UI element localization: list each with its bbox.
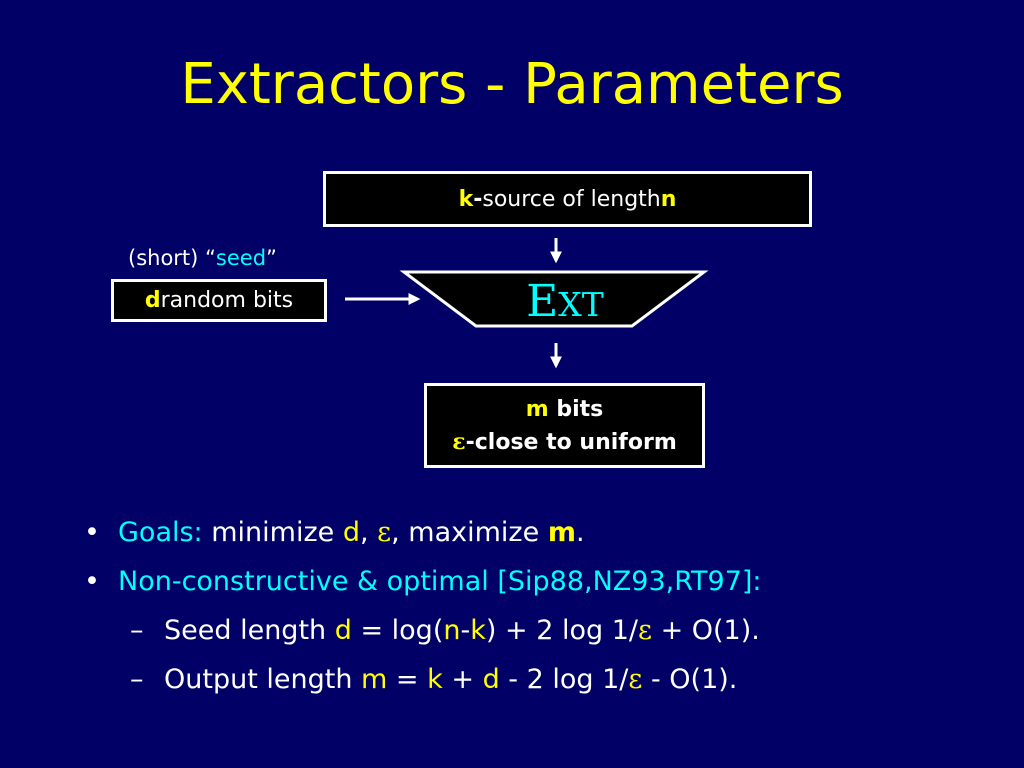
output-box: m bits ε-close to uniform bbox=[424, 383, 705, 468]
var-eps: ε bbox=[377, 517, 392, 548]
bullet-text: - bbox=[460, 615, 471, 646]
bullet-marker: • bbox=[84, 566, 100, 597]
ext-rest: XT bbox=[558, 285, 604, 324]
bullet-label: Non-constructive & optimal bbox=[118, 566, 498, 597]
var-d: d bbox=[342, 517, 360, 548]
bullet-text: minimize bbox=[202, 517, 343, 548]
bullet-text: + bbox=[442, 664, 483, 695]
bullet-text: , bbox=[359, 517, 378, 548]
var-n: n bbox=[443, 615, 461, 646]
output-m: m bbox=[525, 396, 549, 422]
source-dash: - bbox=[473, 186, 483, 212]
source-k: k bbox=[458, 186, 474, 212]
output-line-1: m bits bbox=[526, 393, 604, 426]
bullet-text: = log( bbox=[351, 615, 444, 646]
subbullet-output-length: – Output length m = k + d - 2 log 1/ε - … bbox=[84, 655, 762, 704]
var-d: d bbox=[482, 664, 500, 695]
bullet-goals: • Goals: minimize d, ε, maximize m. bbox=[84, 508, 762, 557]
bullet-text: . bbox=[575, 517, 585, 548]
bullet-nonconstructive: • Non-constructive & optimal [Sip88,NZ93… bbox=[84, 557, 762, 606]
bullet-text: + O(1). bbox=[651, 615, 760, 646]
var-m: m bbox=[547, 517, 576, 548]
output-eps: ε bbox=[452, 428, 466, 455]
ext-first: E bbox=[526, 276, 559, 327]
seed-box: d random bits bbox=[111, 279, 327, 322]
seed-caption-pre: (short) “ bbox=[128, 246, 216, 270]
bullet-label: Goals: bbox=[118, 517, 203, 548]
bullet-list: • Goals: minimize d, ε, maximize m. • No… bbox=[84, 508, 762, 704]
bullet-text: = bbox=[387, 664, 428, 695]
seed-caption: (short) “seed” bbox=[128, 246, 277, 270]
bullet-text: , maximize bbox=[391, 517, 548, 548]
ext-trapezoid bbox=[399, 270, 709, 328]
output-close: -close to uniform bbox=[465, 429, 677, 455]
subbullet-marker: – bbox=[130, 664, 144, 695]
bullet-text: Output length bbox=[164, 664, 362, 695]
var-m: m bbox=[361, 664, 388, 695]
output-line-2: ε-close to uniform bbox=[452, 426, 677, 459]
source-text: source of length bbox=[482, 186, 661, 212]
output-bits: bits bbox=[548, 396, 604, 422]
var-k: k bbox=[470, 615, 486, 646]
seed-d: d bbox=[144, 288, 161, 313]
source-n: n bbox=[660, 186, 677, 212]
bullet-refs: [Sip88,NZ93,RT97]: bbox=[497, 566, 762, 597]
ext-label: EXT bbox=[470, 276, 660, 327]
seed-caption-seed: seed bbox=[215, 246, 267, 270]
seed-caption-post: ” bbox=[266, 246, 277, 270]
bullet-text: Seed length bbox=[164, 615, 335, 646]
bullet-marker: • bbox=[84, 517, 100, 548]
subbullet-seed-length: – Seed length d = log(n-k) + 2 log 1/ε +… bbox=[84, 606, 762, 655]
subbullet-marker: – bbox=[130, 615, 144, 646]
var-k: k bbox=[427, 664, 443, 695]
source-box: k-source of length n bbox=[323, 171, 812, 227]
bullet-text: - 2 log 1/ bbox=[499, 664, 629, 695]
var-d: d bbox=[334, 615, 352, 646]
seed-text: random bits bbox=[160, 288, 294, 313]
var-eps: ε bbox=[637, 615, 652, 646]
bullet-text: - O(1). bbox=[642, 664, 738, 695]
var-eps: ε bbox=[628, 664, 643, 695]
slide-title: Extractors - Parameters bbox=[180, 52, 844, 117]
bullet-text: ) + 2 log 1/ bbox=[485, 615, 638, 646]
